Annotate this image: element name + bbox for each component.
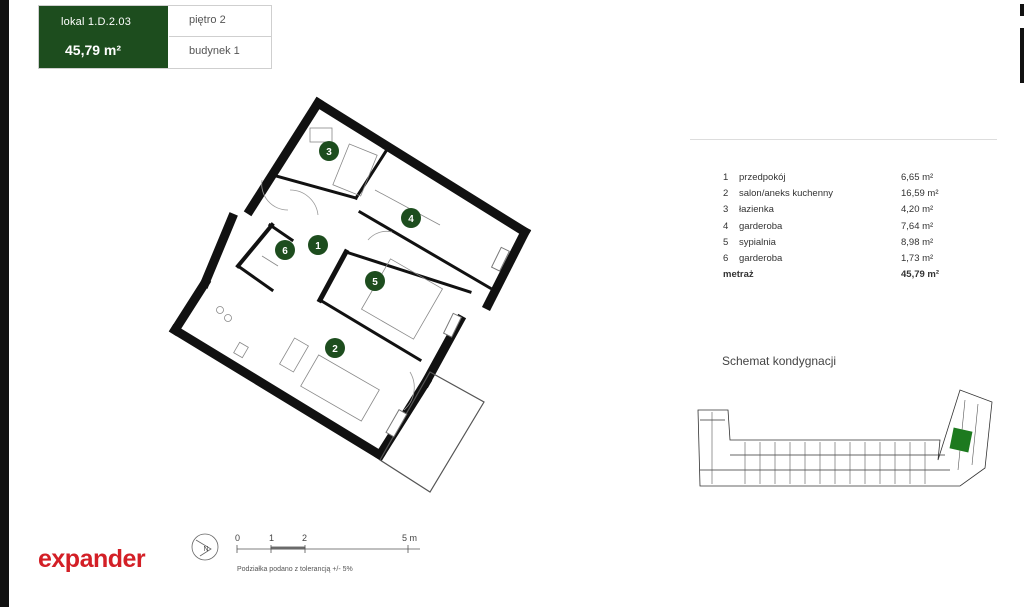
building-schematic <box>697 389 993 487</box>
room-markers: 1 2 3 4 5 6 <box>275 141 421 358</box>
scale-tolerance-note: Podziałka podano z tolerancją +/- 5% <box>237 566 353 573</box>
unit-summary: lokal 1.D.2.03 45,79 m² <box>39 6 168 68</box>
scale-tick-label: 1 <box>269 533 275 543</box>
scale-bar <box>236 545 420 553</box>
room-marker <box>308 235 328 255</box>
section-divider <box>690 139 997 140</box>
scale-tick-label: 0 <box>235 533 241 543</box>
room-marker-label: 1 <box>315 241 321 252</box>
right-edge-mark <box>1020 28 1024 83</box>
room-area: 16,59 m² <box>901 188 939 200</box>
room-area: 1,73 m² <box>901 252 934 264</box>
room-name: łazienka <box>739 204 774 216</box>
scale-tick-label: 5 m <box>402 533 418 543</box>
room-row: 6 garderoba 1,73 m² <box>723 253 953 269</box>
room-number: 4 <box>723 220 729 232</box>
room-area: 4,20 m² <box>901 204 934 216</box>
room-marker <box>319 141 339 161</box>
room-marker <box>325 338 345 358</box>
compass-icon: N <box>191 533 219 561</box>
room-number: 6 <box>723 252 729 264</box>
room-row: 3 łazienka 4,20 m² <box>723 204 953 220</box>
room-number: 5 <box>723 236 729 248</box>
room-row: 5 sypialnia 8,98 m² <box>723 237 953 253</box>
building-label: budynek 1 <box>189 45 240 57</box>
room-row: 1 przedpokój 6,65 m² <box>723 172 953 188</box>
svg-text:N: N <box>203 546 208 553</box>
floor-label: piętro 2 <box>169 6 271 37</box>
left-edge-bar <box>0 0 9 607</box>
room-marker-label: 3 <box>326 147 332 158</box>
room-name: przedpokój <box>739 172 786 183</box>
logo-text: expander <box>38 545 146 573</box>
unit-info-card: lokal 1.D.2.03 45,79 m² piętro 2 budynek… <box>38 5 272 69</box>
room-marker-label: 2 <box>332 344 338 355</box>
room-marker-label: 5 <box>372 277 378 288</box>
highlighted-unit <box>949 427 973 453</box>
room-area: 6,65 m² <box>901 172 934 183</box>
unit-id: lokal 1.D.2.03 <box>61 16 132 28</box>
room-area: 7,64 m² <box>901 220 934 232</box>
room-marker <box>365 271 385 291</box>
room-marker <box>275 240 295 260</box>
door-swings <box>261 179 415 411</box>
total-label: metraż <box>723 269 754 281</box>
room-row: 2 salon/aneks kuchenny 16,59 m² <box>723 188 953 204</box>
room-row: 4 garderoba 7,64 m² <box>723 221 953 237</box>
room-number: 2 <box>723 188 729 200</box>
windows <box>385 246 510 438</box>
room-name: garderoba <box>739 220 783 232</box>
unit-area: 45,79 m² <box>65 42 122 58</box>
room-number: 3 <box>723 204 729 216</box>
room-number: 1 <box>723 172 729 183</box>
room-name: salon/aneks kuchenny <box>739 188 834 200</box>
room-marker-label: 4 <box>408 214 414 225</box>
apartment-walls <box>168 96 532 462</box>
room-list: 1 przedpokój 6,65 m² 2 salon/aneks kuche… <box>723 172 953 285</box>
room-marker <box>401 208 421 228</box>
room-name: garderoba <box>739 252 783 264</box>
expander-logo: expander <box>38 545 146 574</box>
room-area: 8,98 m² <box>901 236 934 248</box>
scale-tick-label: 2 <box>302 533 308 543</box>
right-edge-mark <box>1020 4 1024 16</box>
room-marker-label: 6 <box>282 246 288 257</box>
total-area: 45,79 m² <box>901 269 940 281</box>
total-row: metraż 45,79 m² <box>723 269 953 285</box>
unit-location: piętro 2 budynek 1 <box>169 6 271 68</box>
schematic-title: Schemat kondygnacji <box>722 354 837 368</box>
room-name: sypialnia <box>739 236 776 248</box>
